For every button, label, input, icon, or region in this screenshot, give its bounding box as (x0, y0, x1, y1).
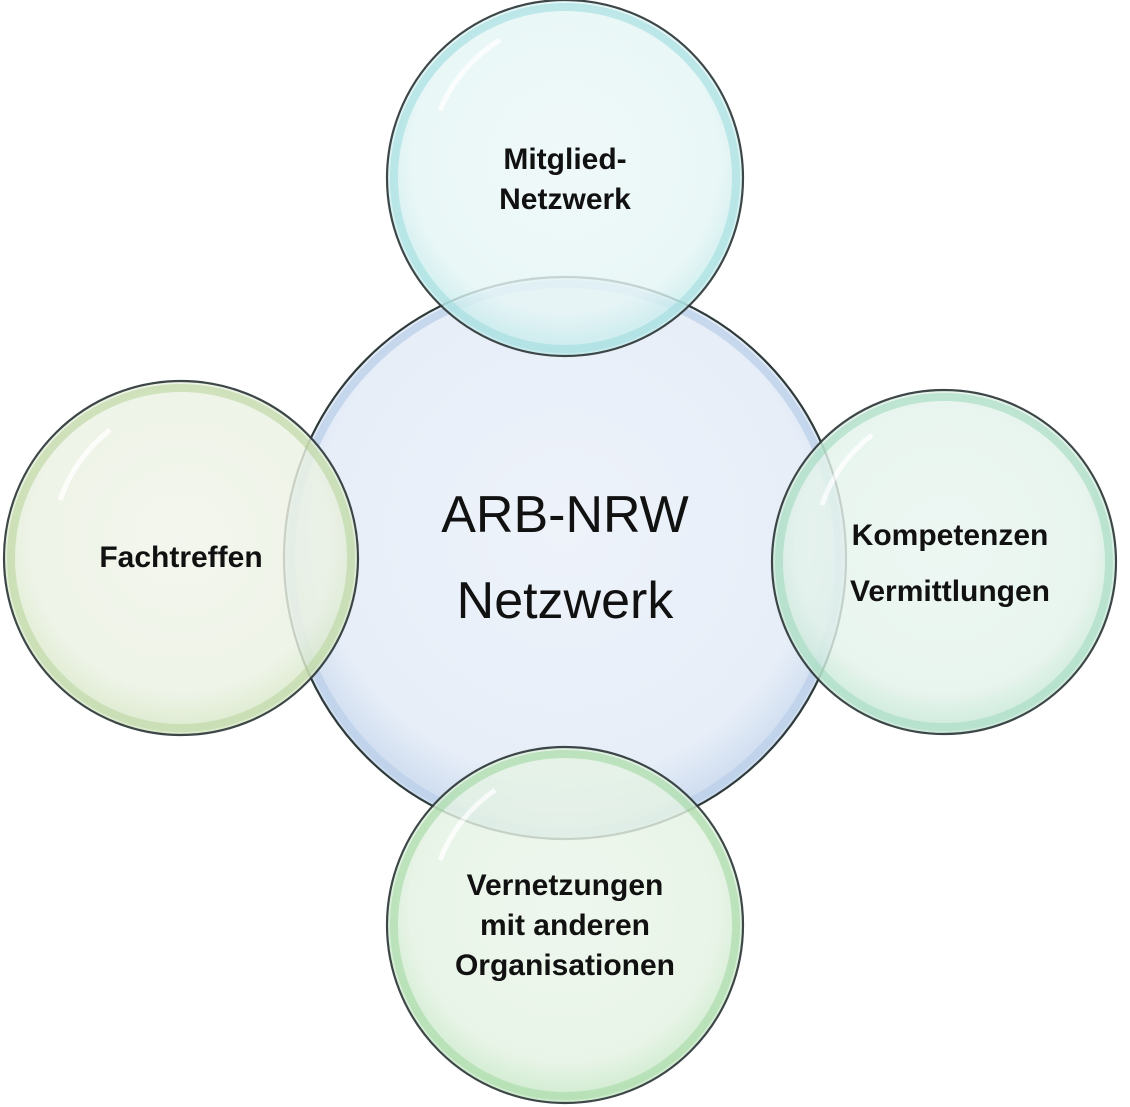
bottom-circle (385, 745, 745, 1105)
top-label-line2: Netzwerk (499, 183, 631, 216)
bottom-label-line3: Organisationen (454, 949, 676, 982)
bottom-label: Vernetzungen mit anderen Organisationen (405, 866, 725, 986)
center-title-line1: ARB-NRW (441, 486, 689, 544)
top-circle (385, 0, 745, 358)
right-label-line1: Kompetenzen (851, 519, 1049, 552)
center-title: ARB-NRW Netzwerk (405, 472, 725, 644)
bottom-label-line1: Vernetzungen (466, 869, 664, 902)
top-label-line1: Mitglied- (503, 143, 627, 176)
bottom-label-line2: mit anderen (479, 909, 651, 942)
left-label-line1: Fachtreffen (99, 541, 263, 574)
left-label: Fachtreffen (41, 538, 321, 578)
top-label: Mitglied- Netzwerk (425, 140, 705, 220)
right-circle (770, 388, 1118, 736)
right-label: Kompetenzen Vermittlungen (810, 508, 1090, 620)
left-circle (2, 379, 360, 737)
right-label-line2: Vermittlungen (849, 575, 1051, 608)
center-title-line2: Netzwerk (456, 572, 674, 630)
